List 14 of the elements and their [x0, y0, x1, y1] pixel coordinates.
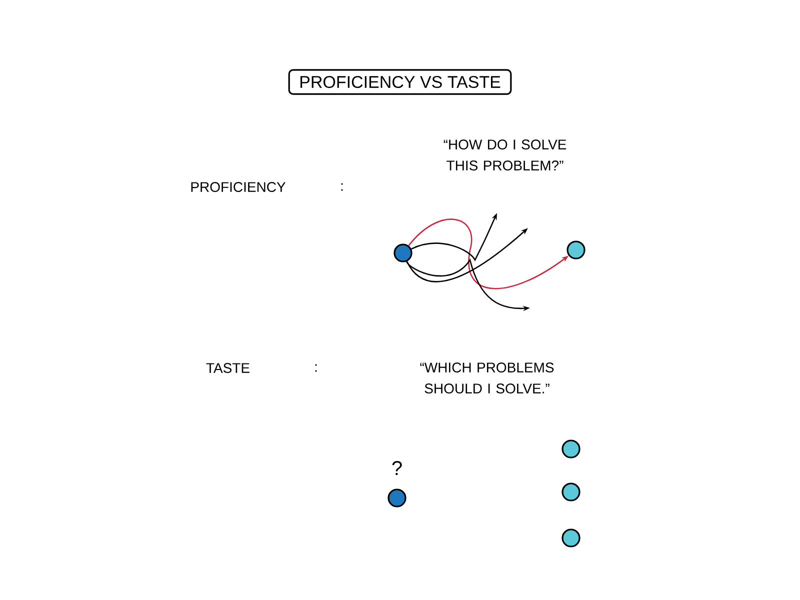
circle: [562, 482, 580, 502]
circle: [562, 528, 580, 548]
quote-text: “HOW DO I SOLVE THIS PROBLEM?”: [444, 140, 566, 170]
question-mark: ?: [392, 461, 402, 475]
colon: :: [315, 364, 317, 372]
label: TASTE: [206, 363, 250, 373]
title-box: PROFICIENCY VS TASTE: [288, 69, 512, 95]
colon: :: [341, 183, 343, 191]
circle: [562, 440, 580, 458]
circle: [566, 240, 586, 260]
quote-text: “WHICH PROBLEMS SHOULD I SOLVE.”: [420, 362, 554, 394]
circle: [388, 488, 406, 508]
label: PROFICIENCY: [191, 182, 286, 192]
circle: [394, 244, 412, 262]
